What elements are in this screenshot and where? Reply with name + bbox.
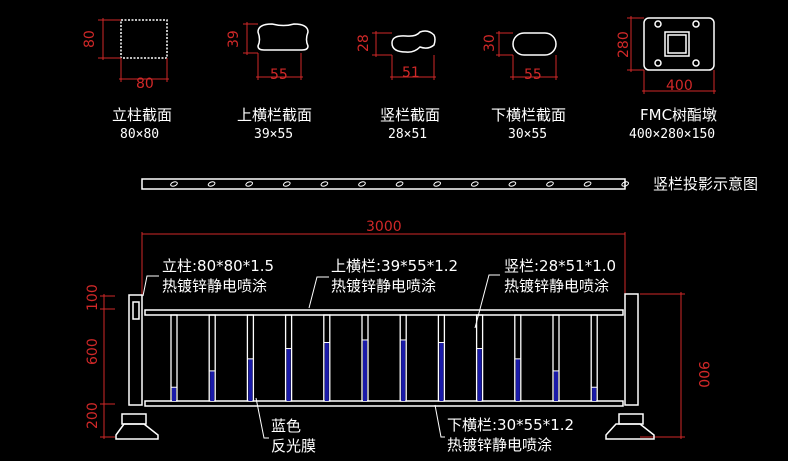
dim-text: 39 bbox=[226, 30, 242, 48]
callout-top-rail: 上横栏:39*55*1.2 bbox=[331, 257, 458, 275]
baluster bbox=[552, 314, 560, 402]
baluster-hole bbox=[433, 181, 442, 187]
baluster bbox=[284, 314, 293, 402]
baluster-hole bbox=[170, 181, 178, 187]
reflective-film bbox=[210, 370, 215, 401]
baluster-hole bbox=[207, 181, 216, 187]
baluster bbox=[208, 314, 216, 402]
baluster-section: 28 51 竖栏截面 28×51 bbox=[356, 30, 440, 142]
baluster bbox=[437, 314, 446, 402]
reflective-film bbox=[592, 387, 597, 401]
dim-text: 51 bbox=[402, 65, 420, 81]
reflective-film bbox=[554, 370, 558, 401]
callout-post-finish: 热镀锌静电喷涂 bbox=[162, 277, 267, 295]
reflective-film bbox=[401, 339, 406, 401]
reflective-film bbox=[515, 358, 520, 401]
callout-film: 蓝色 bbox=[271, 417, 301, 435]
dim-text: 55 bbox=[524, 67, 542, 83]
dim-text: 400 bbox=[666, 78, 693, 94]
callout-baluster-finish: 热镀锌静电喷涂 bbox=[504, 277, 609, 295]
baluster-hole bbox=[395, 181, 404, 187]
baluster-hole bbox=[245, 181, 254, 187]
baluster-hole bbox=[358, 181, 366, 187]
dim-height: 900 bbox=[695, 361, 711, 388]
dim-text: 80 bbox=[82, 30, 98, 48]
section-size: 39×55 bbox=[254, 127, 293, 142]
reflective-film bbox=[477, 348, 482, 401]
dim-600: 600 bbox=[85, 338, 101, 365]
fmc-base-section: 280 400 FMC树酯墩 400×280×150 bbox=[616, 16, 717, 142]
dim-text: 30 bbox=[482, 34, 498, 52]
section-title: 立柱截面 bbox=[112, 106, 172, 124]
section-title: 下横栏截面 bbox=[491, 106, 566, 124]
baluster-hole bbox=[583, 181, 592, 187]
baluster bbox=[590, 314, 598, 402]
section-size: 80×80 bbox=[120, 127, 159, 142]
bottom-rail-section: 30 55 下横栏截面 30×55 bbox=[482, 31, 566, 142]
dim-length: 3000 bbox=[366, 219, 402, 235]
dim-text: 28 bbox=[356, 34, 372, 52]
baluster bbox=[246, 314, 255, 402]
baluster-hole bbox=[621, 181, 630, 187]
dim-text: 55 bbox=[270, 67, 288, 83]
section-title: 上横栏截面 bbox=[237, 106, 312, 124]
baluster bbox=[399, 314, 407, 402]
callouts: 立柱:80*80*1.5 热镀锌静电喷涂 上横栏:39*55*1.2 热镀锌静电… bbox=[162, 257, 616, 455]
top-rail-section: 39 55 上横栏截面 39×55 bbox=[226, 22, 312, 142]
baluster-hole bbox=[508, 181, 517, 187]
dim-text: 80 bbox=[136, 76, 154, 92]
section-title: 竖栏截面 bbox=[380, 106, 440, 124]
callout-film-type: 反光膜 bbox=[271, 437, 316, 455]
baluster-projection: 竖栏投影示意图 bbox=[141, 175, 758, 193]
reflective-film bbox=[248, 358, 253, 401]
reflective-film bbox=[172, 387, 176, 401]
baluster bbox=[170, 314, 178, 402]
baluster bbox=[514, 314, 522, 402]
baluster bbox=[361, 314, 369, 402]
dim-100: 100 bbox=[85, 284, 101, 311]
callout-bottom-rail-finish: 热镀锌静电喷涂 bbox=[447, 436, 552, 454]
dim-text: 280 bbox=[616, 31, 632, 58]
section-size: 28×51 bbox=[388, 127, 427, 142]
section-title: FMC树酯墩 bbox=[640, 106, 717, 124]
baluster-hole bbox=[546, 181, 554, 187]
callout-bottom-rail: 下横栏:30*55*1.2 bbox=[447, 416, 574, 434]
reflective-film bbox=[363, 339, 367, 401]
callout-top-rail-finish: 热镀锌静电喷涂 bbox=[331, 277, 436, 295]
reflective-film bbox=[324, 342, 329, 401]
baluster-hole bbox=[282, 181, 291, 187]
baluster-hole bbox=[470, 181, 479, 187]
fence-elevation: 3000 900 100 600 200 bbox=[85, 219, 711, 440]
reflective-film bbox=[286, 348, 291, 401]
baluster-hole bbox=[320, 181, 329, 187]
section-size: 400×280×150 bbox=[629, 127, 715, 142]
callout-baluster: 竖栏:28*51*1.0 bbox=[504, 257, 616, 275]
baluster bbox=[323, 314, 331, 402]
callout-post: 立柱:80*80*1.5 bbox=[162, 257, 274, 275]
reflective-film bbox=[439, 342, 444, 401]
dim-200: 200 bbox=[85, 402, 101, 429]
projection-label: 竖栏投影示意图 bbox=[653, 175, 758, 193]
section-size: 30×55 bbox=[508, 127, 547, 142]
post-section: 80 80 立柱截面 80×80 bbox=[82, 18, 172, 142]
baluster bbox=[475, 314, 484, 402]
